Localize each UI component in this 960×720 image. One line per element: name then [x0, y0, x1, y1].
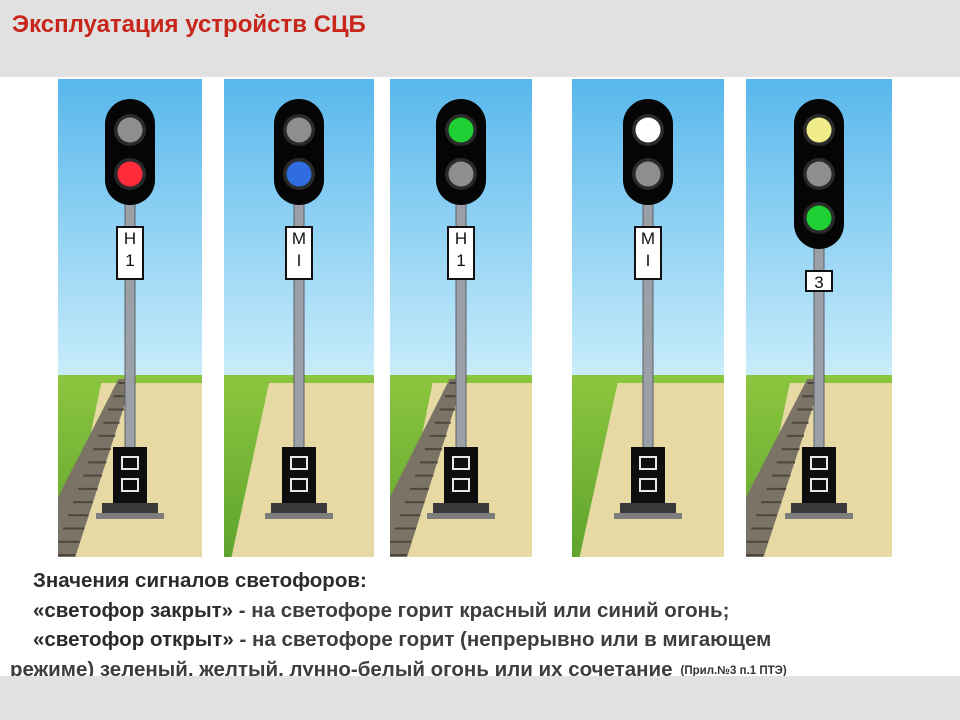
unlit-lamp [806, 161, 832, 187]
signal-panel-5: 3 [746, 79, 892, 557]
signal-plate [805, 270, 833, 292]
open-term: «светофор открыт» [33, 628, 234, 651]
header-bar [0, 0, 960, 77]
open-description: - на светофоре горит (непрерывно или в м… [233, 628, 772, 651]
open-signal-line-continued: режиме) зеленый, желтый, лунно-белый ого… [0, 655, 960, 689]
unlit-lamp [635, 161, 661, 187]
signal-plate [116, 226, 144, 280]
yellow-lamp [806, 117, 832, 143]
green-lamp [806, 205, 832, 231]
signal-foundation [102, 503, 158, 513]
meanings-heading: Значения сигналов светофоров: [33, 569, 367, 592]
unlit-lamp [448, 161, 474, 187]
relay-box [282, 447, 316, 503]
plate-text: I [297, 251, 302, 270]
green-lamp [448, 117, 474, 143]
slide-title: Эксплуатация устройств СЦБ [12, 11, 366, 38]
closed-description: - на светофоре горит красный или синий о… [233, 598, 730, 622]
closed-term: «светофор закрыт» [33, 598, 234, 622]
signal-foundation [791, 503, 847, 513]
plate-text: М [292, 229, 306, 248]
reference-note: (Прил.№3 п.1 ПТЭ) [680, 664, 787, 677]
signal-plate [447, 226, 475, 280]
white-lamp [635, 117, 661, 143]
relay-box [802, 447, 836, 503]
plate-text: Н [124, 229, 136, 248]
plate-text: М [641, 229, 655, 248]
unlit-lamp [117, 117, 143, 143]
open-description-cont: режиме) зеленый, желтый, лунно-белый ого… [10, 657, 673, 681]
relay-box [113, 447, 147, 503]
relay-box [444, 447, 478, 503]
plate-text: I [646, 251, 651, 270]
blue-lamp [286, 161, 312, 187]
unlit-lamp [286, 117, 312, 143]
signal-meanings: Значения сигналов светофоров: «светофор … [0, 566, 960, 688]
relay-box [631, 447, 665, 503]
closed-signal-line: «светофор закрыт» - на светофоре горит к… [0, 596, 960, 626]
signal-foundation [620, 503, 676, 513]
signal-foundation [271, 503, 327, 513]
signal-plate [285, 226, 313, 280]
plate-text: 1 [125, 251, 134, 270]
plate-text: 3 [814, 273, 823, 292]
plate-text: 1 [456, 251, 465, 270]
signal-foundation [433, 503, 489, 513]
plate-text: Н [455, 229, 467, 248]
footer-bar [0, 676, 960, 720]
open-signal-line: «светофор открыт» - на светофоре горит (… [0, 625, 960, 655]
signal-plate [634, 226, 662, 280]
red-lamp [117, 161, 143, 187]
